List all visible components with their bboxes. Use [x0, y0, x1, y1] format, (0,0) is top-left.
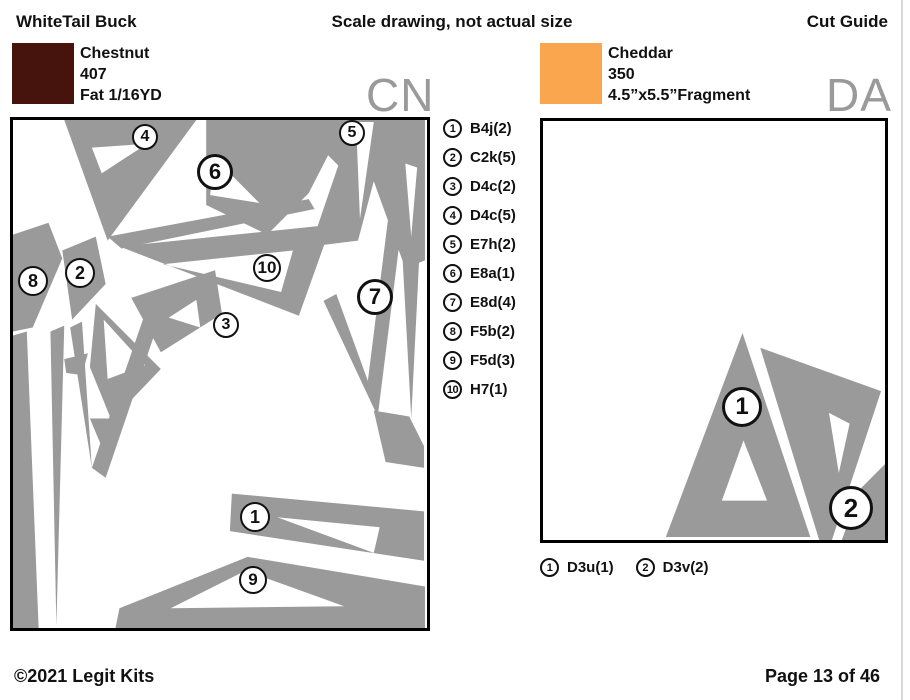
fabric-size: 4.5”x5.5”Fragment [608, 87, 751, 104]
piece-marker-cn-2: 2 [65, 258, 95, 288]
legend-piece-code: F5d(3) [470, 352, 515, 369]
cut-shape-cn-5 [119, 224, 332, 316]
legend-item-cn-2: 2 C2k(5) [443, 148, 516, 167]
legend-circle-number: 8 [443, 322, 462, 341]
legend-item-cn-6: 6 E8a(1) [443, 264, 516, 283]
cut-shape-cn-19 [229, 493, 425, 561]
legend-circle-number: 5 [443, 235, 462, 254]
copyright-text: ©2021 Legit Kits [14, 666, 155, 686]
cut-shape-cn-4 [107, 199, 315, 249]
piece-marker-cn-9: 9 [239, 566, 267, 594]
legend-circle-number: 2 [443, 148, 462, 167]
legend-circle-number: 6 [443, 264, 462, 283]
da-piece-legend: 1 D3u(1) 2 D3v(2) [540, 558, 709, 577]
legend-item-cn-1: 1 B4j(2) [443, 119, 516, 138]
legend-piece-code: D3u(1) [567, 559, 614, 576]
legend-item-da-1: 1 D3u(1) [540, 558, 614, 577]
piece-marker-cn-1: 1 [240, 502, 270, 532]
piece-marker-cn-8: 8 [18, 266, 48, 296]
cn-code-watermark: CN [366, 69, 435, 121]
legend-piece-code: F5b(2) [470, 323, 515, 340]
legend-item-cn-9: 9 F5d(3) [443, 351, 516, 370]
scale-note: Scale drawing, not actual size [331, 12, 573, 31]
chestnut-swatch [12, 43, 74, 104]
cut-shape-cn-1 [64, 120, 197, 241]
cut-shape-cn-17 [89, 303, 161, 421]
fabric-name: Cheddar [608, 45, 673, 62]
legend-circle-number: 9 [443, 351, 462, 370]
legend-piece-code: H7(1) [470, 381, 508, 398]
fabric-number: 350 [608, 66, 635, 83]
legend-item-cn-3: 3 D4c(2) [443, 177, 516, 196]
cut-shape-cn-9 [373, 410, 425, 468]
piece-marker-cn-4: 4 [132, 124, 158, 150]
cut-shape-cn-8 [401, 236, 421, 419]
legend-piece-code: D4c(2) [470, 178, 516, 195]
legend-piece-code: C2k(5) [470, 149, 516, 166]
cut-shape-cn-20 [115, 556, 426, 628]
cut-shape-cn-14 [50, 325, 65, 627]
piece-marker-da-2: 2 [829, 486, 873, 530]
cut-guide-label: Cut Guide [806, 12, 888, 31]
legend-circle-number: 1 [540, 558, 559, 577]
piece-marker-cn-7: 7 [357, 279, 393, 315]
legend-circle-number: 1 [443, 119, 462, 138]
legend-circle-number: 2 [635, 558, 655, 577]
legend-piece-code: E8d(4) [470, 294, 516, 311]
pattern-title: WhiteTail Buck [16, 12, 137, 31]
chestnut-fabric-info: Chestnut 407 Fat 1/16YD [80, 43, 162, 106]
legend-item-cn-8: 8 F5b(2) [443, 322, 516, 341]
legend-piece-code: D3v(2) [662, 559, 709, 576]
piece-marker-cn-3: 3 [213, 312, 239, 338]
da-code-watermark: DA [826, 69, 892, 121]
piece-marker-da-1: 1 [722, 387, 762, 427]
cut-shape-cn-7 [323, 206, 404, 417]
cut-shape-da-2 [760, 347, 882, 540]
fabric-name: Chestnut [80, 45, 150, 62]
page-edge-divider [901, 0, 903, 700]
legend-piece-code: D4c(5) [470, 207, 516, 224]
legend-circle-number: 3 [443, 177, 462, 196]
legend-item-da-2: 2 D3v(2) [635, 558, 709, 577]
legend-piece-code: E8a(1) [470, 265, 516, 282]
cn-cut-shapes-svg [13, 120, 426, 628]
legend-piece-code: E7h(2) [470, 236, 516, 253]
legend-item-cn-7: 7 E8d(4) [443, 293, 516, 312]
cut-shape-da-1 [665, 332, 811, 538]
cut-shape-cn-13 [13, 331, 39, 628]
legend-item-cn-10: 10 H7(1) [443, 380, 516, 399]
fabric-number: 407 [80, 66, 107, 83]
cut-shape-cn-15 [70, 321, 92, 468]
fabric-size: Fat 1/16YD [80, 87, 162, 104]
legend-piece-code: B4j(2) [470, 120, 512, 137]
piece-marker-cn-10: 10 [253, 254, 281, 282]
cut-shape-cn-18 [91, 301, 163, 478]
da-cut-shapes-svg [665, 332, 885, 540]
piece-marker-cn-5: 5 [339, 120, 365, 146]
legend-circle-number: 10 [443, 380, 462, 399]
legend-item-cn-4: 4 D4c(5) [443, 206, 516, 225]
legend-circle-number: 4 [443, 206, 462, 225]
piece-marker-cn-6: 6 [197, 154, 233, 190]
cheddar-swatch [540, 43, 602, 104]
legend-circle-number: 7 [443, 293, 462, 312]
legend-item-cn-5: 5 E7h(2) [443, 235, 516, 254]
cn-piece-legend: 1 B4j(2) 2 C2k(5) 3 D4c(2) 4 D4c(5) 5 E7h(2) 6 E8a(… [443, 119, 516, 409]
cheddar-fabric-info: Cheddar 350 4.5”x5.5”Fragment [608, 43, 750, 106]
page-number: Page 13 of 46 [764, 666, 880, 686]
